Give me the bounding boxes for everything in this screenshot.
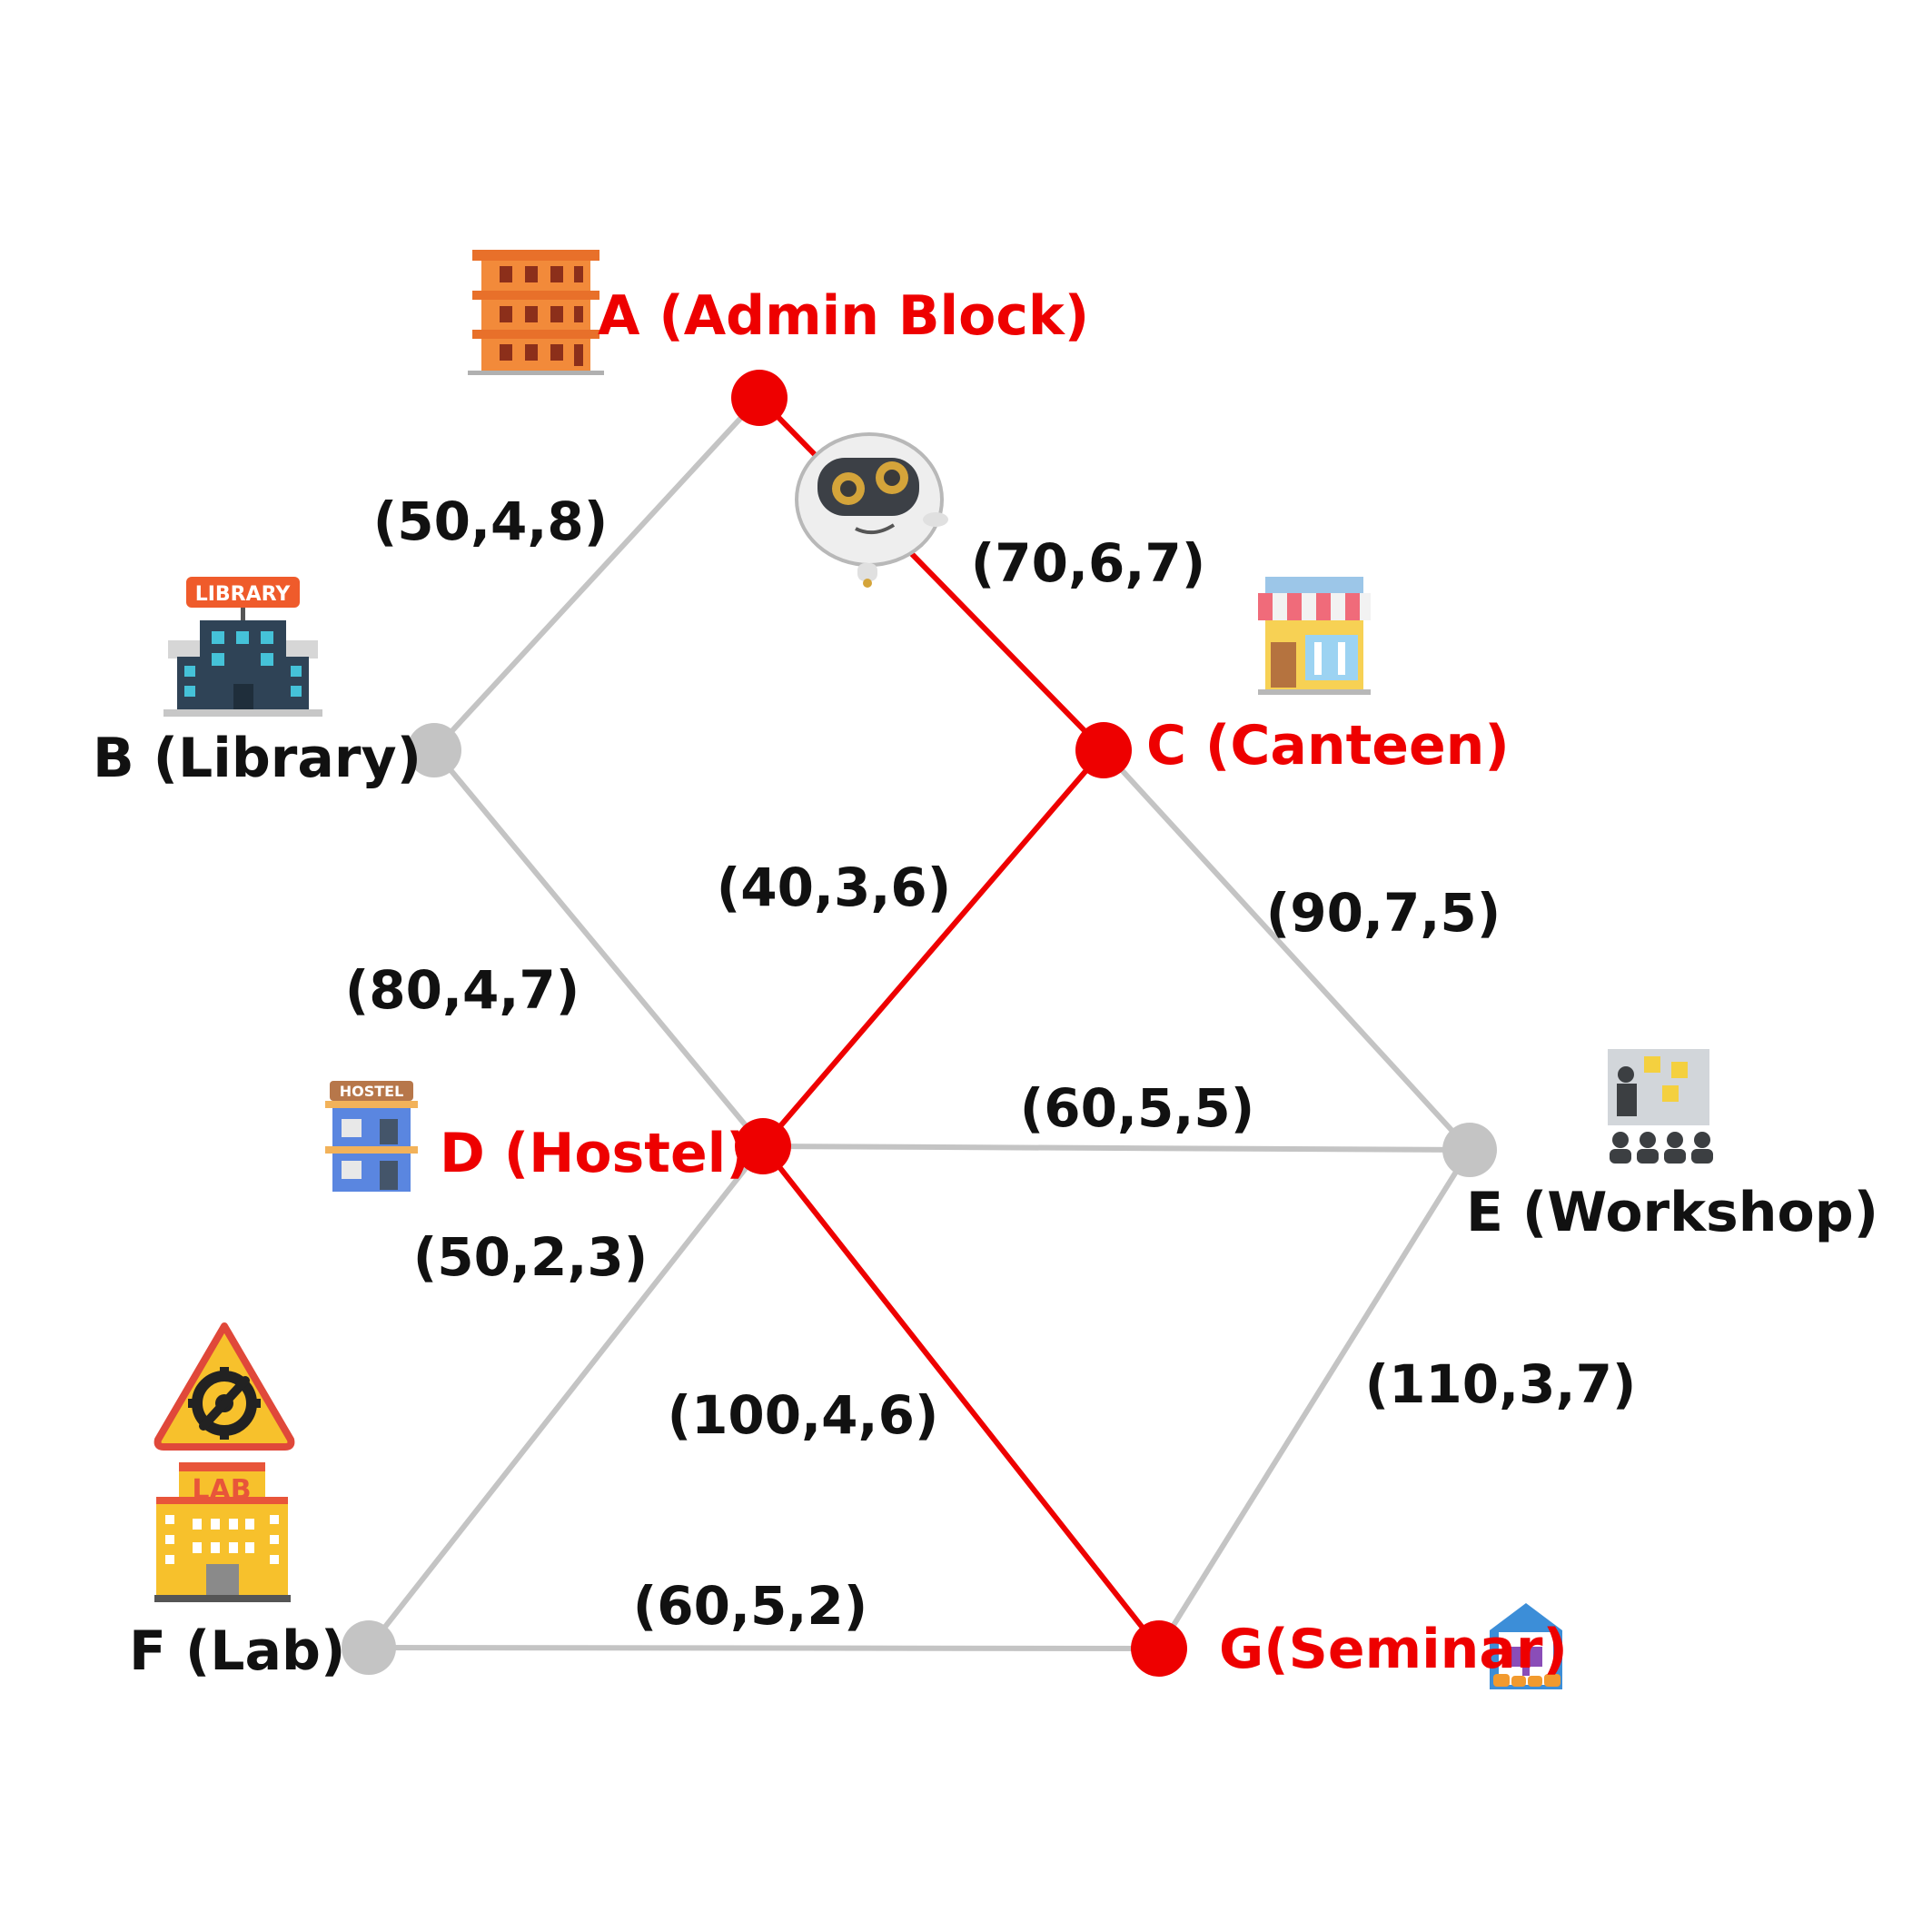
edge-B-D <box>431 748 766 1148</box>
lab-building-icon: LAB <box>154 1462 291 1602</box>
lab-sign-text: LAB <box>192 1474 251 1506</box>
edge-label-C-D: (40,3,6) <box>717 857 952 918</box>
node-label-B: B (Library) <box>93 727 421 790</box>
node-B <box>407 723 461 777</box>
edge-label-D-F: (50,2,3) <box>413 1226 649 1288</box>
admin-building-icon <box>468 250 604 375</box>
edge-label-E-G: (110,3,7) <box>1365 1353 1637 1415</box>
edge-D-F <box>366 1144 766 1649</box>
node-label-G: G(Seminar) <box>1219 1618 1568 1681</box>
workshop-presentation-icon <box>1608 1049 1713 1164</box>
seminar-hall-icon <box>1490 1603 1562 1689</box>
edge-C-E <box>1101 748 1472 1153</box>
edge-label-B-D: (80,4,7) <box>345 959 580 1021</box>
edge-label-D-G: (100,4,6) <box>668 1384 939 1446</box>
edge-label-D-E: (60,5,5) <box>1020 1077 1255 1139</box>
edge-F-G <box>368 1645 1160 1651</box>
node-label-E: E (Workshop) <box>1466 1181 1878 1244</box>
node-E <box>1442 1123 1497 1177</box>
node-A <box>731 370 788 426</box>
library-building-icon: LIBRARY <box>163 577 322 717</box>
library-sign-text: LIBRARY <box>195 583 292 606</box>
edge-label-A-B: (50,4,8) <box>373 490 609 552</box>
edge-A-B <box>431 395 762 753</box>
canteen-shop-icon <box>1258 577 1371 695</box>
edge-label-F-G: (60,5,2) <box>633 1575 868 1637</box>
node-G <box>1131 1620 1187 1677</box>
node-C <box>1075 722 1132 778</box>
edge-D-E <box>762 1144 1471 1153</box>
hostel-sign-text: HOSTEL <box>340 1083 404 1100</box>
node-D <box>735 1118 791 1174</box>
edge-D-G <box>760 1144 1162 1650</box>
robot-icon <box>795 432 948 588</box>
edge-C-D <box>760 748 1106 1148</box>
edge-label-C-E: (90,7,5) <box>1266 882 1501 944</box>
edge-E-G <box>1156 1148 1472 1650</box>
hostel-building-icon: HOSTEL <box>325 1081 418 1192</box>
node-label-C: C (Canteen) <box>1146 714 1510 777</box>
edge-label-A-C: (70,6,7) <box>971 532 1206 594</box>
maintenance-warning-icon <box>154 1322 295 1451</box>
node-label-F: F (Lab) <box>129 1619 345 1683</box>
node-label-A: A (Admin Block) <box>598 284 1089 348</box>
node-F <box>342 1620 396 1675</box>
node-label-D: D (Hostel) <box>440 1122 751 1185</box>
